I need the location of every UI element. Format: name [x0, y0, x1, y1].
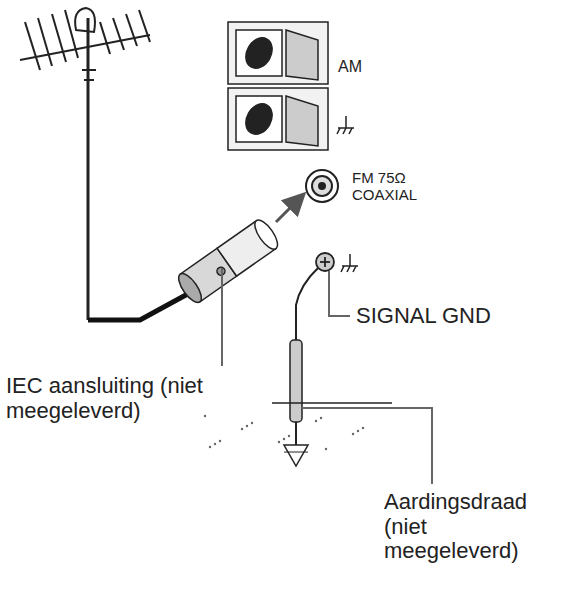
earth-dot [209, 446, 211, 448]
earth-dot [251, 422, 253, 424]
leader-line [222, 268, 432, 484]
ground-symbol [337, 116, 354, 134]
earth-dot [278, 441, 280, 443]
ground-rod [290, 340, 302, 422]
earth-dot [241, 428, 243, 430]
ground-rod [295, 422, 297, 445]
earth-dot [362, 427, 364, 429]
earth-surface [272, 402, 392, 404]
part-label: IEC aansluiting (niet meegeleverd) [6, 374, 268, 423]
insert-arrow [276, 196, 302, 222]
earth-dot [214, 443, 216, 445]
earth-texture [204, 415, 364, 450]
earth-dot [288, 435, 290, 437]
am-terminal-block [228, 22, 328, 150]
terminal-label: FM 75Ω COAXIAL [352, 170, 462, 204]
earth-dot [325, 448, 327, 450]
coax-cable [88, 290, 195, 320]
terminal-label: AM [338, 58, 398, 76]
earth-dot [283, 438, 285, 440]
earth-dot [352, 433, 354, 435]
part-label: Aardingsdraad (niet meegeleverd) [384, 490, 564, 564]
earth-dot [357, 430, 359, 432]
earth-dot [219, 440, 221, 442]
ground-spike [284, 452, 308, 453]
earth-dot [315, 420, 317, 422]
ground-wire [296, 268, 318, 340]
ground-screw [316, 253, 334, 271]
earth-dot [246, 425, 248, 427]
fm-coax-socket [306, 170, 338, 202]
earth-dot [204, 415, 206, 417]
iec-plug [175, 217, 282, 306]
ground-symbol [341, 254, 358, 272]
earth-dot [320, 417, 322, 419]
signal-name: SIGNAL GND [356, 304, 556, 329]
ground-spike [284, 445, 308, 466]
fm-antenna [20, 8, 150, 320]
